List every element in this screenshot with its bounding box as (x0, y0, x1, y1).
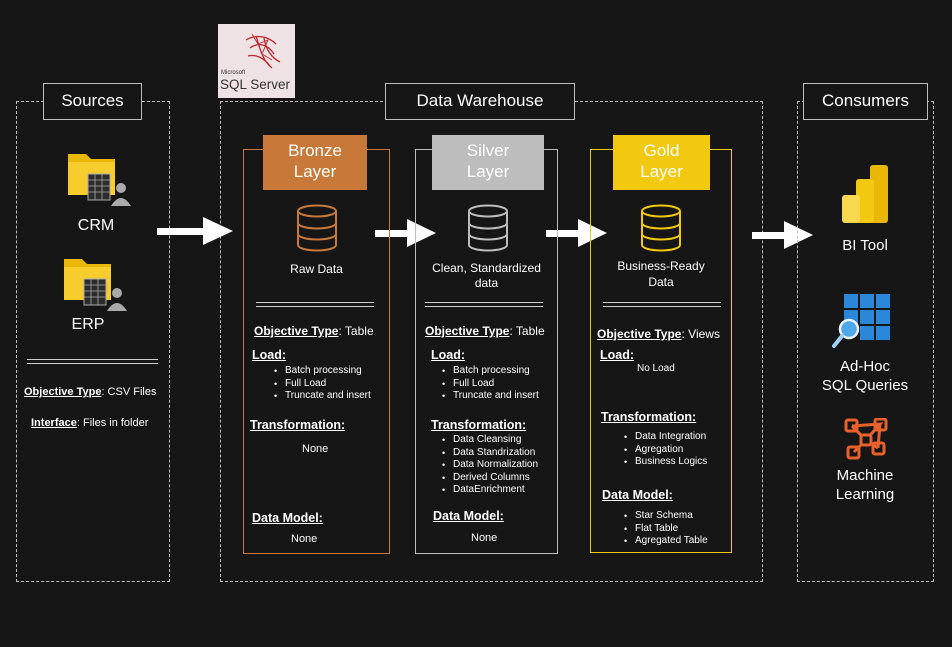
bronze-divider (256, 302, 374, 307)
list-item: Data Cleansing (442, 434, 538, 447)
consumer-bi-tool-label: BI Tool (842, 237, 888, 254)
source-erp-label: ERP (71, 316, 105, 333)
silver-divider (425, 302, 543, 307)
bronze-model-label: Data Model: (252, 511, 323, 525)
sources-objective-value: : CSV Files (101, 386, 157, 398)
gold-objective-label: Objective Type (597, 327, 682, 341)
consumer-ml-line1: Machine (836, 467, 894, 484)
silver-model-label: Data Model: (433, 509, 504, 523)
silver-layer: Silver Layer Clean, Standardized data Ob… (415, 135, 558, 554)
silver-description-line2: data (474, 276, 499, 290)
silver-title-line1: Silver (466, 141, 510, 160)
bronze-objective-value: : Table (338, 324, 374, 338)
arrow-gold-to-consumers (752, 221, 813, 249)
list-item: Business Logics (624, 456, 707, 469)
consumer-ml-line2: Learning (835, 486, 895, 503)
list-item: Star Schema (624, 510, 708, 523)
gold-transformation-list: Data Integration Agregation Business Log… (624, 431, 707, 469)
crm-folder-icon (68, 154, 131, 206)
silver-title-line2: Layer (466, 162, 510, 181)
warehouse-header: Data Warehouse (385, 83, 575, 120)
arrow-bronze-to-silver (375, 219, 436, 247)
silver-transformation-label: Transformation: (431, 418, 527, 432)
bronze-objective-label: Objective Type (254, 324, 339, 338)
gold-objective-value: : Views (681, 327, 720, 341)
consumer-adhoc-line2: SQL Queries (821, 377, 909, 394)
list-item: Data Integration (624, 431, 707, 444)
consumer-adhoc-line1: Ad-Hoc (839, 358, 891, 375)
sources-interface-label: Interface (31, 417, 77, 429)
bronze-transformation-value: None (302, 443, 329, 455)
list-item: Flat Table (624, 523, 708, 536)
silver-transformation-list: Data Cleansing Data Standrization Data N… (442, 434, 538, 497)
gold-title-line2: Layer (640, 162, 683, 181)
list-item: Batch processing (274, 365, 371, 378)
list-item: DataEnrichment (442, 484, 538, 497)
sources-header: Sources (43, 83, 142, 120)
sources-objective-label: Objective Type (24, 386, 102, 398)
gold-load-value: No Load (637, 363, 675, 374)
list-item: Agregation (624, 444, 707, 457)
list-item: Batch processing (442, 365, 539, 378)
gold-objective: Objective Type: Views (597, 327, 720, 341)
gold-divider (603, 302, 721, 307)
query-grid-icon (832, 294, 890, 348)
gold-description-line1: Business-Ready (617, 259, 705, 273)
silver-objective: Objective Type: Table (425, 324, 545, 338)
gold-transformation-label: Transformation: (601, 410, 697, 424)
list-item: Truncate and insert (442, 390, 539, 403)
silver-model-value: None (471, 532, 498, 544)
machine-learning-icon (844, 418, 888, 460)
bronze-layer: Bronze Layer Raw Data Objective Type: Ta… (243, 135, 390, 554)
list-item: Full Load (442, 378, 539, 391)
erp-folder-icon (64, 259, 127, 311)
gold-model-label: Data Model: (602, 488, 673, 502)
sql-server-small-text: Microsoft (221, 70, 246, 76)
bronze-description: Raw Data (290, 262, 343, 276)
list-item: Truncate and insert (274, 390, 371, 403)
silver-database-icon (468, 204, 508, 252)
sql-server-logo: Microsoft SQL Server (218, 24, 295, 98)
bronze-layer-title: Bronze Layer (263, 135, 367, 190)
bronze-load-list: Batch processing Full Load Truncate and … (274, 365, 371, 403)
list-item: Data Standrization (442, 447, 538, 460)
silver-objective-value: : Table (509, 324, 545, 338)
bronze-objective: Objective Type: Table (254, 324, 374, 338)
sources-interface-value: : Files in folder (76, 417, 149, 429)
gold-layer: Gold Layer Business-Ready Data Objective… (590, 135, 732, 553)
sources-divider (27, 359, 158, 364)
silver-layer-title: Silver Layer (432, 135, 544, 190)
source-crm-label: CRM (77, 217, 115, 234)
arrow-silver-to-gold (546, 219, 607, 247)
bronze-load-label: Load: (252, 348, 287, 362)
list-item: Data Normalization (442, 459, 538, 472)
gold-load-label: Load: (600, 348, 635, 362)
power-bi-icon (842, 165, 888, 223)
sources-objective: Objective Type: CSV Files (24, 386, 156, 398)
arrow-sources-to-bronze (157, 217, 233, 245)
sql-server-text: SQL Server (220, 77, 291, 92)
list-item: Derived Columns (442, 472, 538, 485)
gold-layer-title: Gold Layer (613, 135, 710, 190)
bronze-transformation-label: Transformation: (250, 418, 346, 432)
bronze-title-line1: Bronze (288, 141, 342, 160)
gold-database-icon (641, 204, 681, 252)
silver-description-line1: Clean, Standardized (432, 261, 541, 275)
gold-model-list: Star Schema Flat Table Agregated Table (624, 510, 708, 548)
gold-description-line2: Data (648, 275, 674, 289)
silver-objective-label: Objective Type (425, 324, 510, 338)
gold-title-line1: Gold (643, 141, 680, 160)
sql-server-icon (245, 33, 281, 69)
consumers-header: Consumers (803, 83, 928, 120)
list-item: Agregated Table (624, 535, 708, 548)
bronze-model-value: None (291, 533, 318, 545)
silver-load-label: Load: (431, 348, 466, 362)
bronze-title-line2: Layer (293, 162, 337, 181)
silver-load-list: Batch processing Full Load Truncate and … (442, 365, 539, 403)
sources-interface: Interface: Files in folder (31, 417, 148, 429)
bronze-database-icon (297, 204, 337, 252)
list-item: Full Load (274, 378, 371, 391)
